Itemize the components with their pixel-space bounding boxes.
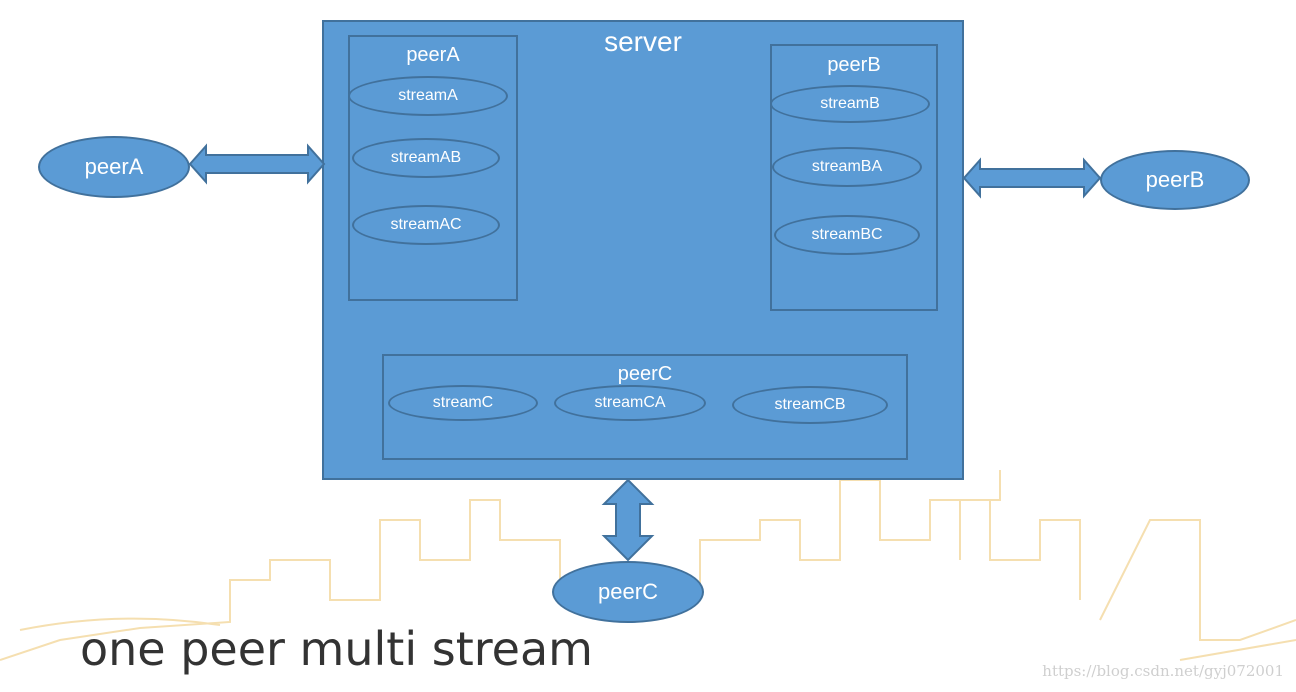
stream-ac: streamAC — [352, 205, 500, 245]
stream-ca: streamCA — [554, 385, 706, 421]
peer-a-label: peerA — [406, 44, 460, 66]
stream-ab: streamAB — [352, 138, 500, 178]
stream-ba: streamBA — [772, 147, 922, 187]
stream-b: streamB — [770, 85, 930, 123]
stream-cb: streamCB — [732, 386, 888, 424]
external-peer-b: peerB — [1100, 150, 1250, 210]
slide-caption: one peer multi stream — [80, 622, 593, 676]
watermark-url: https://blog.csdn.net/gyj072001 — [1042, 662, 1284, 680]
arrow-server-peer-c — [601, 478, 655, 562]
external-peer-c: peerC — [552, 561, 704, 623]
arrow-server-peer-b — [962, 157, 1102, 199]
peer-b-label: peerB — [827, 54, 881, 76]
external-peer-a: peerA — [38, 136, 190, 198]
stream-bc: streamBC — [774, 215, 920, 255]
arrow-peer-a-server — [188, 143, 326, 185]
stream-c: streamC — [388, 385, 538, 421]
stream-a: streamA — [348, 76, 508, 116]
peer-c-label: peerC — [617, 363, 673, 385]
server-label: server — [604, 26, 682, 57]
